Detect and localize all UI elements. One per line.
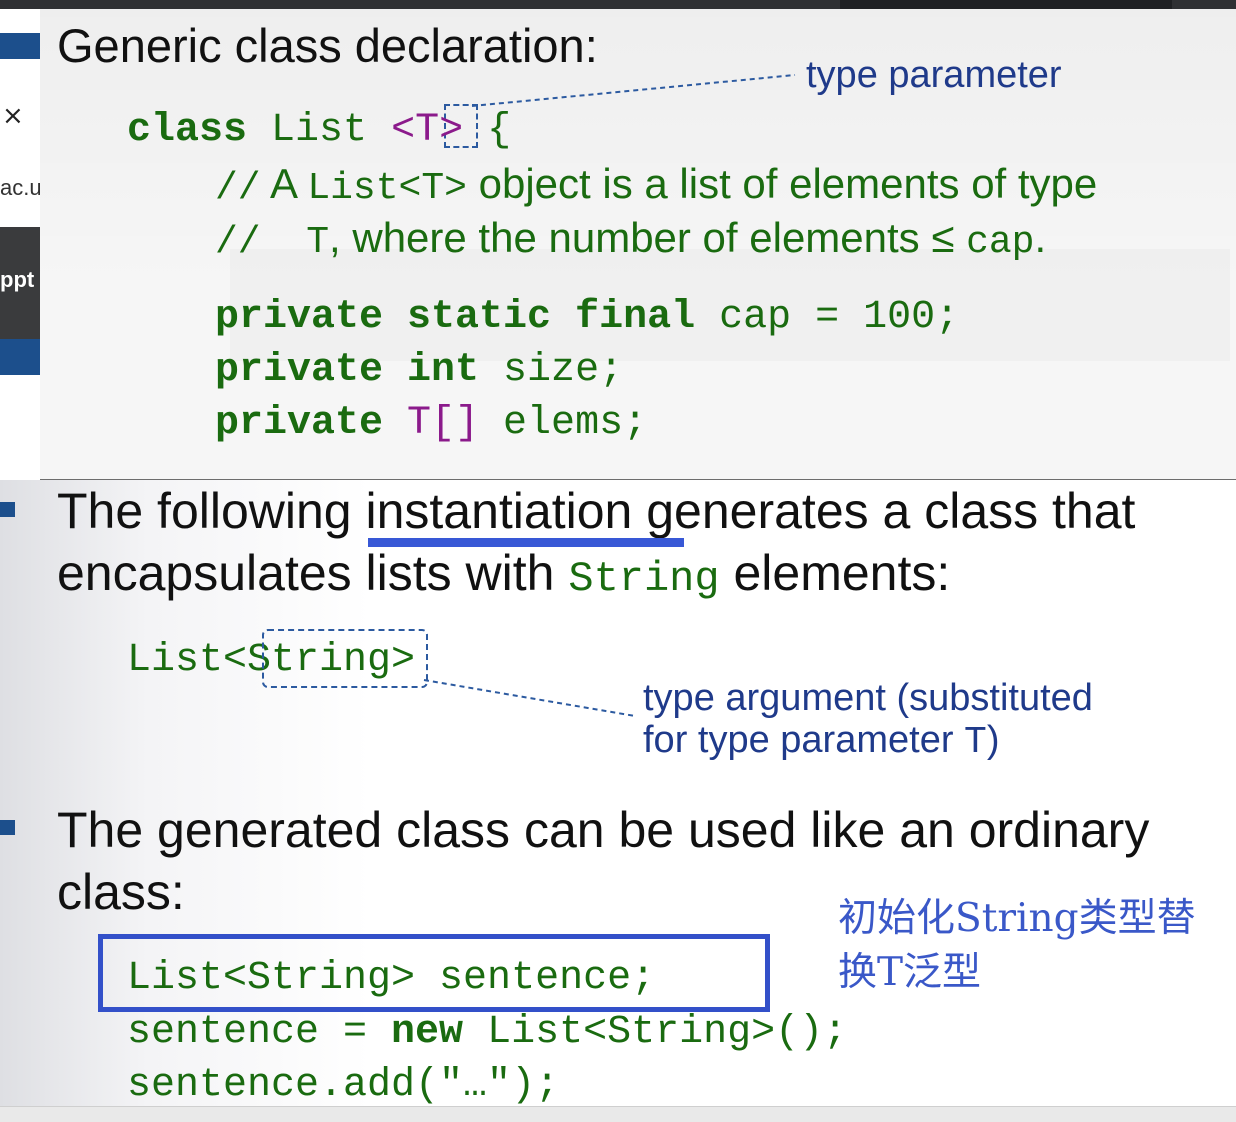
- bullet-2-text: The generated class can be used like an …: [57, 799, 1149, 923]
- usage-code-line-2: sentence = new List<String>();: [127, 1010, 847, 1055]
- background-file-fragment: ppt: [0, 267, 35, 292]
- type-argument-box: [262, 629, 428, 688]
- comment-code: cap: [966, 221, 1035, 264]
- background-toolbar: [0, 227, 40, 339]
- type-argument-text: for type parameter: [643, 719, 965, 761]
- usage-code-line-3: sentence.add("…");: [127, 1063, 560, 1108]
- code-keyword-class: class: [127, 108, 248, 153]
- background-blue-band-2: [0, 339, 40, 375]
- code-comment-line-1: // A List<T> object is a list of element…: [215, 160, 1097, 210]
- comment-slashes: //: [215, 221, 261, 264]
- background-window-strip: × ac.u ppt: [0, 9, 40, 479]
- code-rest: elems;: [479, 401, 648, 446]
- bullet-1-text-post: elements:: [719, 545, 951, 601]
- code-keywords: private int: [215, 348, 480, 393]
- bullet-marker: [0, 820, 15, 835]
- handwritten-note: 初始化String类型替换T泛型: [838, 896, 1196, 995]
- type-parameter-label: type parameter: [806, 54, 1062, 96]
- code-type: T[]: [383, 401, 480, 446]
- type-argument-code: T: [964, 721, 987, 764]
- comment-slashes: //: [215, 167, 261, 210]
- bullet-2-line-1: The generated class can be used like an …: [57, 802, 1150, 858]
- bullet-1-line-2: encapsulates lists with String elements:: [57, 542, 1135, 610]
- bullet-1-text: The following instantiation generates a …: [57, 480, 1135, 610]
- bullet-1-line-1: The following instantiation generates a …: [57, 483, 1136, 539]
- background-blue-band: [0, 33, 40, 59]
- type-argument-text: ): [986, 719, 1000, 761]
- type-parameter-box: [444, 104, 478, 148]
- slide-lower-panel: [0, 480, 1236, 1110]
- sentence-highlight-box: [98, 934, 770, 1012]
- code-brace: {: [463, 108, 512, 153]
- section-divider: [40, 479, 1236, 480]
- instantiation-code: List<String>: [127, 638, 416, 683]
- browser-tab-strip: [840, 0, 1172, 9]
- bottom-edge: [0, 1106, 1236, 1122]
- code-class-line: class List <T> {: [127, 108, 511, 153]
- comment-text: A: [260, 160, 308, 207]
- usage-code-pre: sentence =: [127, 1010, 392, 1055]
- usage-code-keyword: new: [391, 1010, 464, 1055]
- type-argument-line-2: for type parameter T): [643, 719, 1093, 764]
- code-comment-line-2: // T, where the number of elements ≤ cap…: [215, 214, 1046, 264]
- close-icon[interactable]: ×: [2, 101, 24, 131]
- background-url-fragment: ac.u: [0, 175, 40, 200]
- code-keywords: private static final: [215, 295, 696, 340]
- comment-space: [261, 221, 307, 264]
- usage-code-line-1: List<String> sentence;: [127, 956, 656, 1001]
- bullet-1-code: String: [568, 555, 720, 603]
- code-elems-line: private T[] elems;: [215, 401, 647, 446]
- comment-code: List<T>: [307, 167, 467, 210]
- comment-text: .: [1034, 214, 1047, 261]
- code-keywords: private: [215, 401, 384, 446]
- type-argument-line-1: type argument (substituted: [643, 677, 1093, 719]
- bullet-marker: [0, 502, 15, 517]
- type-argument-label: type argument (substituted for type para…: [643, 677, 1093, 764]
- code-size-line: private int size;: [215, 348, 623, 393]
- bullet-1-text-pre: encapsulates lists with: [57, 545, 569, 601]
- comment-text: object is a list of elements of type: [466, 160, 1098, 207]
- code-rest: size;: [479, 348, 624, 393]
- comment-code: T: [306, 221, 330, 264]
- instantiation-highlight: [368, 538, 684, 547]
- code-cap-line: private static final cap = 100;: [215, 295, 959, 340]
- comment-text: , where the number of elements ≤: [329, 214, 967, 261]
- code-class-name: List: [247, 108, 392, 153]
- usage-code-post: List<String>();: [463, 1010, 848, 1055]
- code-rest: cap = 100;: [695, 295, 960, 340]
- bullet-2-line-2: class:: [57, 864, 185, 920]
- slide-heading: Generic class declaration:: [57, 19, 598, 72]
- browser-top-bar: [0, 0, 1236, 9]
- code-type-param: <T>: [391, 108, 464, 153]
